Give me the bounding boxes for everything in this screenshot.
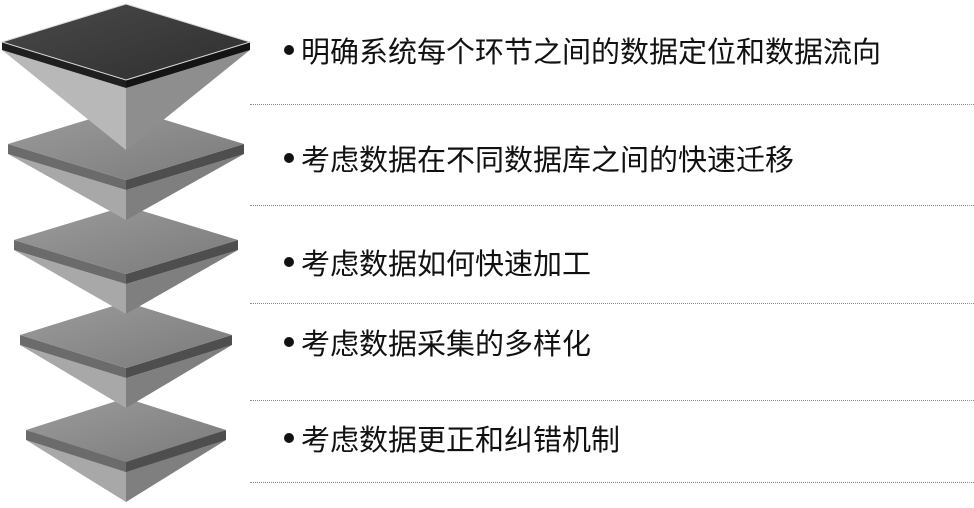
layer-label-row: 明确系统每个环节之间的数据定位和数据流向 xyxy=(280,30,881,70)
layer-label-row: 考虑数据如何快速加工 xyxy=(280,242,591,282)
layer-label-row: 考虑数据在不同数据库之间的快速迁移 xyxy=(280,138,794,178)
bullet-dot-icon xyxy=(284,45,294,55)
layer-label-row: 考虑数据更正和纠错机制 xyxy=(280,418,620,458)
layer-label-text: 考虑数据更正和纠错机制 xyxy=(301,417,620,459)
bullet-dot-icon xyxy=(284,257,294,267)
layer-label-text: 明确系统每个环节之间的数据定位和数据流向 xyxy=(301,29,881,71)
layer-label-text: 考虑数据采集的多样化 xyxy=(301,321,591,363)
layer-label-text: 考虑数据如何快速加工 xyxy=(301,241,591,283)
dotted-divider xyxy=(250,205,974,206)
layer-label-text: 考虑数据在不同数据库之间的快速迁移 xyxy=(301,137,794,179)
bullet-dot-icon xyxy=(284,433,294,443)
dotted-divider xyxy=(250,400,974,401)
dotted-divider xyxy=(250,303,974,304)
bullet-dot-icon xyxy=(284,153,294,163)
bullet-dot-icon xyxy=(284,337,294,347)
layer-label-row: 考虑数据采集的多样化 xyxy=(280,322,591,362)
dotted-divider xyxy=(250,482,974,483)
dotted-divider xyxy=(250,104,974,105)
